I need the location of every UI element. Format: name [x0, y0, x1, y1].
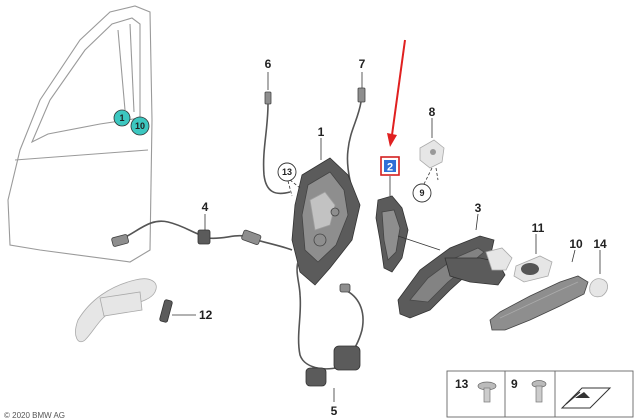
part-6-rod: [262, 72, 291, 195]
part-8-bracket: [419, 118, 445, 169]
part-12-outer-handle: [75, 278, 196, 343]
arrow-corner-icon: [560, 387, 612, 409]
door-marker-1: 1: [113, 109, 131, 127]
part-4-cable: [111, 214, 293, 251]
part-3-handle-bracket: [397, 213, 513, 319]
callout-5: 5: [331, 404, 338, 418]
svg-text:13: 13: [282, 167, 292, 177]
callout-8: 8: [429, 105, 436, 119]
door-illustration: [7, 5, 153, 263]
callout-6: 6: [265, 57, 272, 71]
part-14-cap: [589, 250, 608, 298]
part-10-outer-handle: [489, 249, 589, 331]
callout-12: 12: [199, 308, 213, 322]
copyright-text: © 2020 BMW AG: [4, 411, 65, 419]
svg-text:9: 9: [419, 188, 424, 198]
part-2-carrier: [375, 176, 409, 273]
part-5-cable: [297, 283, 364, 402]
callout-7: 7: [359, 57, 366, 71]
callout-10: 10: [569, 237, 583, 251]
callout-2-highlight: 2: [380, 156, 400, 176]
callout-3: 3: [475, 201, 482, 215]
svg-text:1: 1: [119, 113, 124, 123]
callout-2: 2: [387, 162, 393, 174]
part-7-rod: [346, 72, 366, 191]
circled-ref-13: 13: [277, 162, 301, 197]
callout-11: 11: [532, 221, 545, 235]
callout-14: 14: [593, 237, 607, 251]
part-11-cover: [513, 234, 553, 283]
screw-13-icon: [477, 381, 497, 403]
pointer-arrow: [387, 39, 406, 147]
circled-ref-9: 9: [412, 167, 439, 203]
legend-13: 13: [455, 377, 469, 391]
fastener-legend: 13 9: [446, 370, 634, 418]
svg-text:10: 10: [135, 121, 145, 131]
part-1-door-lock: [291, 138, 361, 296]
callout-1: 1: [318, 125, 325, 139]
legend-9: 9: [511, 377, 518, 391]
callout-4: 4: [202, 200, 209, 214]
door-marker-10: 10: [130, 116, 150, 136]
screw-9-icon: [531, 380, 547, 403]
